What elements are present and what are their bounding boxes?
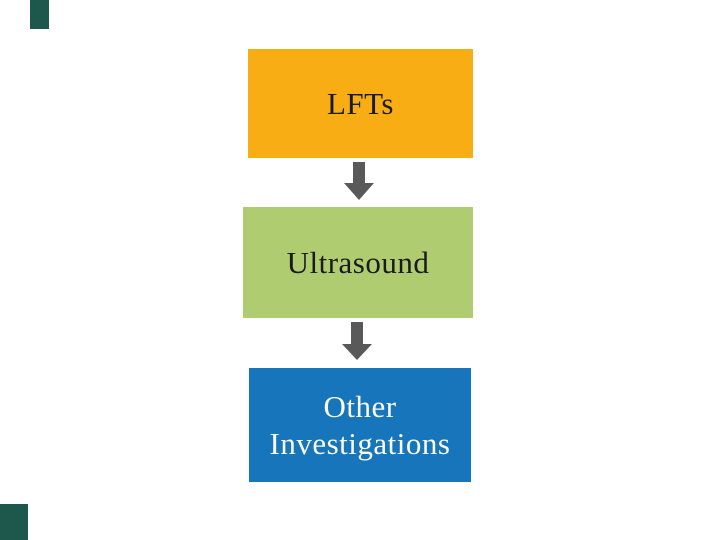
down-arrow-icon [342, 322, 372, 360]
corner-decoration-top-left [30, 0, 49, 29]
arrow-stem [353, 162, 365, 183]
down-arrow-icon [344, 162, 374, 200]
arrow-head [342, 344, 372, 360]
flowchart-step-other-investigations: Other Investigations [249, 368, 471, 482]
step-label: Other Investigations [269, 389, 451, 461]
step-label: LFTs [326, 86, 394, 121]
flowchart-step-ultrasound: Ultrasound [243, 207, 473, 318]
flowchart-step-lfts: LFTs [248, 49, 473, 158]
arrow-stem [351, 322, 363, 344]
arrow-head [344, 183, 374, 200]
corner-decoration-bottom-left [0, 504, 28, 540]
step-label: Ultrasound [286, 245, 430, 280]
